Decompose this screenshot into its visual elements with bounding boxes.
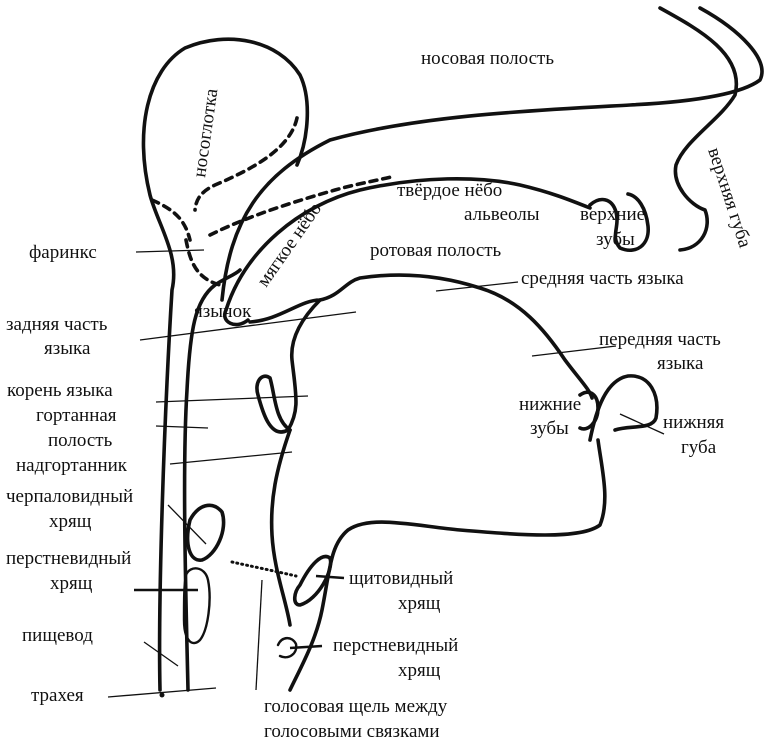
lower-lip-outline [588, 374, 659, 442]
label-trachea: трахея [31, 685, 84, 706]
label-lower-teeth-2: зубы [530, 418, 569, 439]
upper-teeth-outline [588, 192, 650, 252]
leader-lower-lip [619, 413, 665, 435]
label-lower-lip-1: нижняя [663, 412, 724, 433]
label-arytenoid-2: хрящ [49, 511, 92, 532]
leader-front-tongue [531, 345, 617, 357]
leader-cricoid-right [289, 644, 323, 650]
leader-tongue-root [155, 395, 309, 403]
epiglottis-outline [255, 374, 292, 434]
leader-pharynx [135, 249, 205, 253]
arytenoid-outline [185, 503, 226, 562]
nasopharynx-outline [141, 37, 310, 692]
label-upper-lip: верхняя губа [703, 145, 755, 251]
label-esophagus: пищевод [22, 625, 93, 646]
label-pharynx: фаринкс [29, 242, 97, 263]
label-front-tongue-2: языка [657, 353, 704, 374]
label-thyroid-2: хрящ [398, 593, 441, 614]
palate-outline [224, 176, 592, 312]
label-thyroid-1: щитовидный [349, 568, 453, 589]
tongue-root-outline [286, 298, 322, 432]
uvula-dashed [184, 238, 222, 287]
label-oral-cavity: ротовая полость [370, 240, 502, 261]
thyroid-outline [292, 554, 333, 607]
labels: носовая полость носоглотка верхняя губа … [6, 48, 755, 742]
label-cricoid-right-1: перстневидный [333, 635, 458, 656]
tongue-outline [248, 273, 594, 400]
label-front-tongue-1: передняя часть [599, 329, 721, 350]
leader-epiglottis [169, 451, 293, 465]
leader-mid-tongue [435, 281, 519, 292]
label-lower-teeth-1: нижние [519, 394, 581, 415]
label-glottis-2: голосовыми связками [264, 721, 440, 742]
nose-outline [658, 6, 739, 252]
larynx-front-outline [269, 428, 292, 627]
velum-raised-dashed [150, 198, 192, 242]
label-cricoid-left-1: перстневидный [6, 548, 131, 569]
label-epiglottis: надгортанник [16, 455, 128, 476]
nasal-floor-outline [220, 6, 764, 302]
label-back-tongue-1: задняя часть [6, 314, 108, 335]
leader-thyroid [315, 574, 345, 580]
label-cricoid-left-2: хрящ [50, 573, 93, 594]
glottis-dotted-line [230, 560, 298, 578]
soft-palate-dashed [208, 174, 397, 237]
label-upper-teeth-2: зубы [596, 229, 635, 250]
label-upper-teeth-1: верхние [580, 204, 645, 225]
velum-dashed-lines [150, 116, 397, 287]
label-larynx-1: гортанная [36, 405, 117, 426]
label-larynx-2: полость [48, 430, 113, 451]
label-tongue-root: корень языка [7, 380, 113, 401]
leader-esophagus [143, 641, 179, 667]
cricoid-left-outline [182, 567, 211, 645]
label-glottis-1: голосовая щель между [264, 696, 448, 717]
cricoid-right-outline [276, 636, 298, 659]
label-mid-tongue: средняя часть языка [521, 268, 684, 289]
leader-lines [107, 249, 665, 698]
jaw-neck-outline [288, 438, 607, 692]
label-nasopharynx: носоглотка [189, 87, 222, 179]
label-uvula: язычок [194, 301, 252, 322]
label-back-tongue-2: языка [44, 338, 91, 359]
label-lower-lip-2: губа [681, 437, 717, 458]
leader-back-tongue [139, 311, 357, 341]
uvula-outline [222, 308, 250, 327]
label-arytenoid-1: черпаловидный [6, 486, 133, 507]
leader-arytenoid [167, 504, 207, 545]
pharynx-dashed [193, 116, 299, 212]
label-nasal-cavity: носовая полость [421, 48, 554, 69]
leader-glottis [255, 579, 263, 691]
label-hard-palate: твёрдое нёбо [397, 180, 502, 201]
label-alveoli: альвеолы [464, 204, 540, 225]
anatomy-outlines [141, 6, 764, 692]
label-cricoid-right-2: хрящ [398, 660, 441, 681]
leader-larynx [155, 425, 209, 429]
trachea-point [159, 692, 165, 698]
